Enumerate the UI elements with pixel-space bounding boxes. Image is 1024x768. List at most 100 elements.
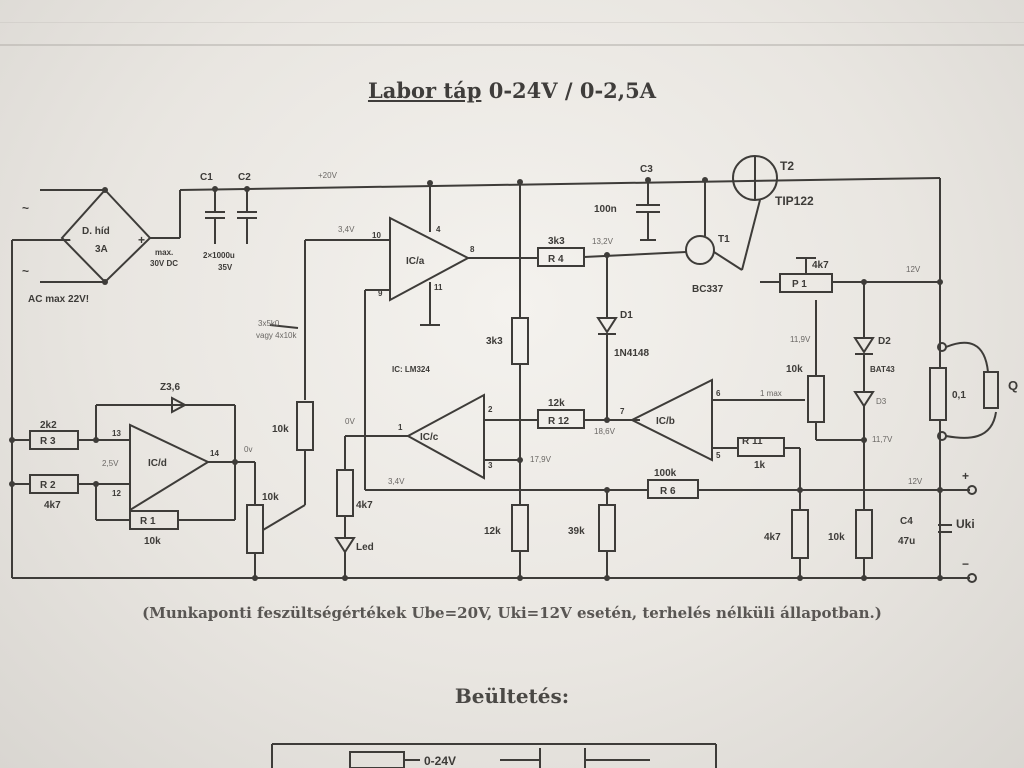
page-title: Labor táp 0-24V / 0-2,5A bbox=[0, 78, 1024, 103]
pin-11: 11 bbox=[434, 283, 443, 292]
pin-2: 2 bbox=[488, 405, 493, 414]
pin-8: 8 bbox=[470, 245, 475, 254]
v-17-9: 17,9V bbox=[530, 455, 552, 464]
r12-label: R 12 bbox=[548, 416, 570, 427]
v-18-6: 18,6V bbox=[594, 427, 616, 436]
v-0v-b: 0v bbox=[244, 445, 252, 454]
c1c2-value: 2×1000u bbox=[203, 251, 235, 260]
r1-label: R 1 bbox=[140, 516, 156, 527]
paper-fold-line-main bbox=[0, 44, 1024, 46]
c1-label: C1 bbox=[200, 172, 213, 183]
r3-value: 2k2 bbox=[40, 420, 57, 431]
max-dc-line2: 30V DC bbox=[150, 259, 178, 268]
t1-part: BC337 bbox=[692, 284, 724, 295]
ic-d-label: IC/d bbox=[148, 458, 167, 469]
rail-voltage: +20V bbox=[318, 171, 338, 180]
bridge-plus: + bbox=[138, 233, 145, 247]
component-labels: ~ ~ AC max 22V! D. híd 3A − + C1 C2 2×10… bbox=[22, 159, 1018, 571]
bolt-note-2: vagy 4x10k bbox=[256, 331, 297, 340]
r15-value: 4k7 bbox=[764, 532, 781, 543]
title-spec: 0-24V / 0-2,5A bbox=[488, 78, 657, 103]
pin-12: 12 bbox=[112, 489, 121, 498]
pot-10k-value: 10k bbox=[272, 424, 289, 435]
r2-label: R 2 bbox=[40, 480, 56, 491]
out-plus: + bbox=[962, 469, 969, 483]
r9-value: 100k bbox=[654, 468, 677, 479]
footer-note: (Munkaponti feszültségértékek Ube=20V, U… bbox=[142, 604, 882, 622]
bridge-label: D. híd bbox=[82, 226, 110, 237]
ac-input-label: AC max 22V! bbox=[28, 294, 89, 305]
c3-value: 100n bbox=[594, 204, 617, 215]
ic-a-label: IC/a bbox=[406, 256, 425, 267]
p1-label: P 1 bbox=[792, 279, 807, 290]
pin-5: 5 bbox=[716, 451, 721, 460]
c4-value: 47u bbox=[898, 536, 915, 547]
c1c2-voltage: 35V bbox=[218, 263, 233, 272]
v-11-7: 11,7V bbox=[872, 435, 893, 444]
pin-6: 6 bbox=[716, 389, 721, 398]
r4-label: R 4 bbox=[548, 254, 564, 265]
r8-value: 3k3 bbox=[486, 336, 503, 347]
max-dc-line1: max. bbox=[155, 248, 173, 257]
t2-label: T2 bbox=[780, 159, 794, 173]
v-3-4-top: 3,4V bbox=[338, 225, 355, 234]
pin-1: 1 bbox=[398, 423, 403, 432]
uki-label: Uki bbox=[956, 517, 975, 531]
t2-part: TIP122 bbox=[775, 194, 814, 208]
c4-label: C4 bbox=[900, 516, 913, 527]
v-11-9: 11,9V bbox=[790, 335, 811, 344]
r12-value: 12k bbox=[548, 398, 565, 409]
v-12-out: 12V bbox=[908, 477, 923, 486]
led-label: Led bbox=[356, 542, 374, 553]
r7-value: 4k7 bbox=[356, 500, 373, 511]
bolt-note-1: 3x5k0 bbox=[258, 319, 280, 328]
pin-9: 9 bbox=[378, 289, 383, 298]
zener-label: Z3,6 bbox=[160, 382, 180, 393]
v-12-top: 12V bbox=[906, 265, 921, 274]
bridge-minus: − bbox=[64, 233, 71, 247]
d2-part: BAT43 bbox=[870, 365, 895, 374]
r4-value: 3k3 bbox=[548, 236, 565, 247]
pin-13: 13 bbox=[112, 429, 121, 438]
pin-4: 4 bbox=[436, 225, 441, 234]
r2-value: 4k7 bbox=[44, 500, 61, 511]
p2-value: 10k bbox=[786, 364, 803, 375]
d3-label: D3 bbox=[876, 397, 887, 406]
d1-part: 1N4148 bbox=[614, 348, 649, 359]
bridge-current: 3A bbox=[95, 244, 108, 255]
layout-strip-label: 0-24V bbox=[424, 754, 456, 768]
p1-value: 4k7 bbox=[812, 260, 829, 271]
r13-value: 10k bbox=[828, 532, 845, 543]
ac-tilde-bottom: ~ bbox=[22, 264, 29, 278]
r3-label: R 3 bbox=[40, 436, 56, 447]
t1-label: T1 bbox=[718, 234, 730, 245]
c2-label: C2 bbox=[238, 172, 251, 183]
pin-3: 3 bbox=[488, 461, 493, 470]
c3-label: C3 bbox=[640, 164, 653, 175]
pin-14: 14 bbox=[210, 449, 219, 458]
r9-label: R 6 bbox=[660, 486, 676, 497]
pin-10: 10 bbox=[372, 231, 381, 240]
q-mark: Q bbox=[1008, 378, 1018, 393]
junction-dots bbox=[9, 177, 943, 581]
ac-tilde-top: ~ bbox=[22, 201, 29, 215]
ic-c-label: IC/c bbox=[420, 432, 439, 443]
out-minus: − bbox=[962, 557, 969, 571]
section-heading: Beültetés: bbox=[454, 684, 570, 708]
title-prefix: Labor táp bbox=[367, 78, 482, 103]
v-3-4-b: 3,4V bbox=[388, 477, 405, 486]
v-0v: 0V bbox=[345, 417, 355, 426]
r11-label: R 11 bbox=[742, 436, 763, 447]
v-13-2: 13,2V bbox=[592, 237, 614, 246]
ic-b-label: IC/b bbox=[656, 416, 675, 427]
v-max: 1 max bbox=[760, 389, 782, 398]
r11-value: 1k bbox=[754, 460, 766, 471]
wires bbox=[11, 155, 999, 583]
pin-7: 7 bbox=[620, 407, 625, 416]
left-pot-value: 10k bbox=[262, 492, 279, 503]
v-2-5: 2,5V bbox=[102, 459, 119, 468]
rs-value: 0,1 bbox=[952, 390, 966, 401]
r6-value: 39k bbox=[568, 526, 585, 537]
